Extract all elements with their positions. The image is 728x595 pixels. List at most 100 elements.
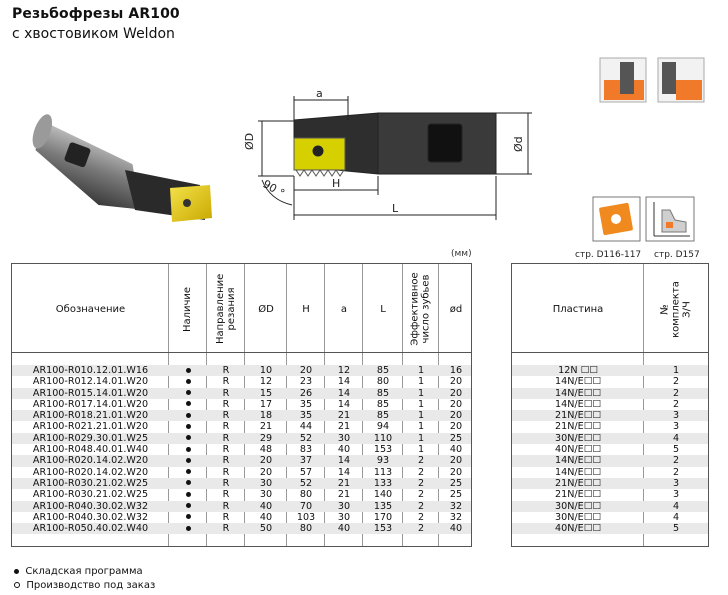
cell-H: 44 — [299, 421, 313, 433]
dim-L-label: L — [392, 202, 399, 215]
cell-qty: 4 — [672, 432, 680, 444]
availability-dot-icon — [169, 388, 207, 399]
cell-code: AR100-R018.21.01.W20 — [32, 410, 149, 422]
availability-dot-icon — [169, 478, 207, 489]
cell-H: 103 — [296, 511, 316, 523]
availability-dot-icon — [169, 365, 207, 376]
cell-L: 153 — [373, 523, 393, 535]
cell-a: 21 — [337, 421, 351, 433]
cell-D: 17 — [259, 398, 273, 410]
cell-dir: R — [222, 500, 230, 512]
cell-H: 57 — [299, 466, 313, 478]
cell-dir: R — [222, 410, 230, 422]
insert-icon — [592, 196, 641, 242]
cell-D: 29 — [259, 432, 273, 444]
cell-d: 25 — [449, 489, 463, 501]
cell-d: 16 — [449, 365, 463, 376]
insert-row: 30N/E☐☐4 — [512, 512, 708, 523]
cell-L: 85 — [376, 387, 390, 399]
cell-d: 25 — [449, 477, 463, 489]
cell-qty: 3 — [672, 489, 680, 501]
header-D: ØD — [258, 303, 274, 315]
cell-d: 20 — [449, 455, 463, 467]
availability-dot-icon — [169, 399, 207, 410]
stock-dot-icon — [14, 568, 19, 574]
cell-H: 20 — [299, 365, 313, 376]
cell-L: 93 — [376, 455, 390, 467]
cell-code: AR100-R021.21.01.W20 — [32, 421, 149, 433]
header-set-qty: № комплекта З/Ч — [659, 280, 693, 338]
cell-dir: R — [222, 511, 230, 523]
cell-dir: R — [222, 387, 230, 399]
cell-code: AR100-R010.12.01.W16 — [32, 365, 149, 376]
cell-d: 25 — [449, 432, 463, 444]
cell-code: AR100-R050.40.02.W40 — [32, 523, 149, 535]
cell-z: 2 — [417, 511, 425, 523]
cell-code: AR100-R029.30.01.W25 — [32, 432, 149, 444]
cell-code: AR100-R040.30.02.W32 — [32, 511, 149, 523]
cell-dir: R — [222, 376, 230, 388]
cell-a: 21 — [337, 477, 351, 489]
tool-3d-image — [32, 114, 212, 222]
cell-insert: 30N/E☐☐ — [555, 511, 601, 523]
cell-code: AR100-R030.21.02.W25 — [32, 489, 149, 501]
header-L: L — [380, 303, 386, 315]
cell-D: 30 — [259, 489, 273, 501]
thread-profile-left-hand — [657, 57, 705, 103]
cell-z: 2 — [417, 500, 425, 512]
header-H: H — [302, 303, 310, 315]
cell-insert: 14N/E☐☐ — [555, 376, 601, 388]
dim-a-label: a — [316, 87, 323, 100]
cell-qty: 1 — [672, 365, 680, 376]
cell-L: 140 — [373, 489, 393, 501]
cell-insert: 14N/E☐☐ — [555, 387, 601, 399]
cell-z: 2 — [417, 455, 425, 467]
cell-H: 26 — [299, 387, 313, 399]
cell-L: 85 — [376, 365, 390, 376]
cell-z: 1 — [417, 398, 425, 410]
cell-a: 21 — [337, 489, 351, 501]
cell-L: 110 — [373, 432, 393, 444]
cell-d: 20 — [449, 421, 463, 433]
availability-dot-icon — [169, 433, 207, 444]
dim-H-label: H — [332, 177, 340, 190]
cell-insert: 40N/E☐☐ — [555, 444, 601, 456]
cell-dir: R — [222, 466, 230, 478]
insert-table-header: Пластина № комплекта З/Ч — [511, 263, 709, 353]
cell-d: 32 — [449, 500, 463, 512]
availability-dot-icon — [169, 410, 207, 421]
cell-qty: 5 — [672, 523, 680, 535]
dim-D-label: ØD — [243, 133, 256, 150]
cell-z: 2 — [417, 477, 425, 489]
cell-z: 1 — [417, 376, 425, 388]
cell-insert: 30N/E☐☐ — [555, 500, 601, 512]
cell-dir: R — [222, 432, 230, 444]
cell-L: 133 — [373, 477, 393, 489]
cell-code: AR100-R017.14.01.W20 — [32, 398, 149, 410]
tool-drawing: a ØD H L Ød 90 ° — [32, 57, 705, 242]
dim-d-label: Ød — [512, 136, 525, 152]
cell-a: 30 — [337, 500, 351, 512]
cell-qty: 2 — [672, 466, 680, 478]
cell-L: 113 — [373, 466, 393, 478]
cell-a: 14 — [337, 376, 351, 388]
cell-d: 20 — [449, 466, 463, 478]
cell-qty: 4 — [672, 500, 680, 512]
header-insert: Пластина — [552, 303, 604, 315]
profile-page-ref: стр. D157 — [654, 250, 700, 260]
page-title: Резьбофрезы AR100 — [12, 6, 180, 22]
cell-insert: 40N/E☐☐ — [555, 523, 601, 535]
cell-insert: 14N/E☐☐ — [555, 398, 601, 410]
profile-icon — [645, 196, 695, 242]
cell-D: 12 — [259, 376, 273, 388]
cell-dir: R — [222, 489, 230, 501]
insert-row: 12N ☐☐1 — [512, 365, 708, 377]
